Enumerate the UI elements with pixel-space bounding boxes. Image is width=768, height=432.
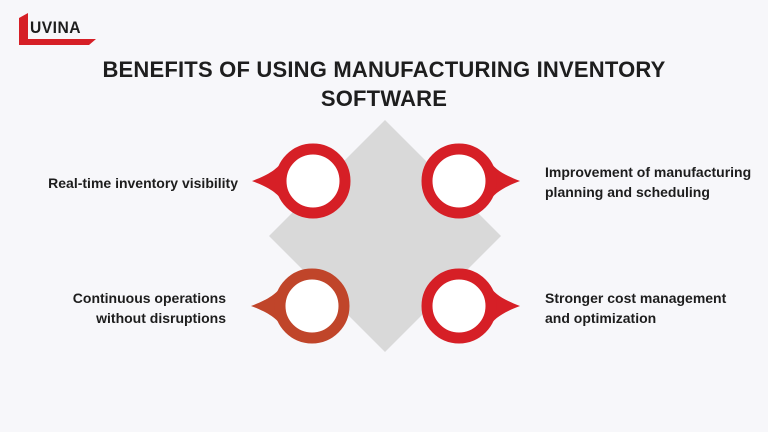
page-title-line1: BENEFITS OF USING MANUFACTURING INVENTOR… [102,57,666,82]
pointer-circle-top-right [421,143,520,219]
logo-l-shape [19,13,96,45]
benefit-label-continuous-operations: Continuous operations without disruption… [73,288,226,328]
luvina-logo: UVINA [13,9,109,47]
pointer-ring [421,268,497,344]
benefit-label-line: planning and scheduling [545,184,710,200]
pointer-ring [421,143,497,219]
benefit-label-line: Real-time inventory visibility [48,175,238,191]
pointer-arrow-icon [252,160,283,202]
benefit-label-line: Improvement of manufacturing [545,164,752,180]
logo-l-mark-icon [19,13,96,45]
pointer-arrow-icon [489,285,520,327]
benefit-label-manufacturing-planning-scheduling: Improvement of manufacturing planning an… [545,162,751,202]
pointer-circle-bottom-right [421,268,520,344]
benefit-label-line: without disruptions [96,310,226,326]
pointer-arrow-icon [251,285,282,327]
benefit-label-cost-management-optimization: Stronger cost management and optimizatio… [545,288,726,328]
benefit-label-line: Stronger cost management [545,290,727,306]
pointer-ring [275,143,351,219]
page-title: BENEFITS OF USING MANUFACTURING INVENTOR… [84,55,684,113]
benefit-label-real-time-inventory-visibility: Real-time inventory visibility [48,173,238,193]
pointer-ring [274,268,350,344]
logo-brand-text: UVINA [30,18,81,37]
pointer-arrow-icon [489,160,520,202]
benefit-label-line: and optimization [545,310,657,326]
pointer-circle-bottom-left [251,268,350,344]
benefit-label-line: Continuous operations [72,290,226,306]
pointer-circle-top-left [252,143,351,219]
page-title-line2: SOFTWARE [320,86,448,111]
